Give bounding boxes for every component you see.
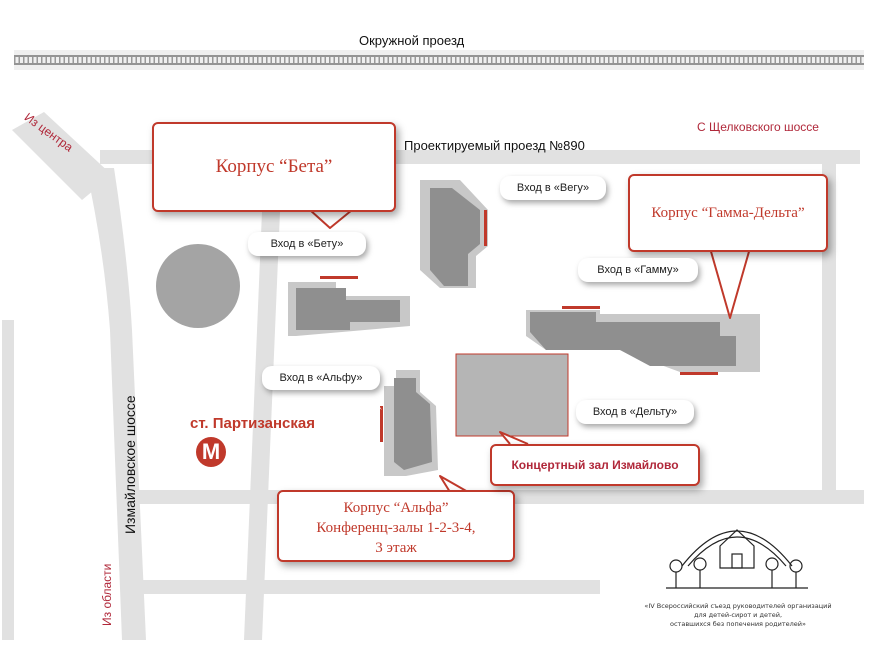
road-label-proektiruemy: Проектируемый проезд №890 bbox=[404, 138, 585, 153]
building-alpha bbox=[380, 370, 438, 476]
entrance-vega: Вход в «Вегу» bbox=[500, 176, 606, 200]
roads bbox=[2, 112, 864, 640]
callout-concert-hall-text: Концертный зал Измайлово bbox=[511, 458, 679, 472]
organization-caption-line3: оставшихся без попечения родителей» bbox=[670, 620, 806, 628]
organization-logo bbox=[666, 529, 808, 589]
round-building bbox=[156, 244, 240, 328]
railway bbox=[14, 50, 864, 70]
building-concert-hall bbox=[455, 353, 569, 437]
callout-alpha: Корпус “Альфа” Конференц-залы 1-2-3-4, 3… bbox=[277, 490, 515, 562]
entrance-alpha: Вход в «Альфу» bbox=[262, 366, 380, 390]
road-label-izmaylovskoe: Измайловское шоссе bbox=[122, 395, 138, 534]
callout-gamma-delta-text: Корпус “Гамма-Дельта” bbox=[651, 205, 805, 221]
rainbow-arc bbox=[681, 530, 793, 567]
metro-icon: М bbox=[196, 437, 226, 467]
child-figure-icon bbox=[669, 559, 683, 573]
callout-alpha-line2: Конференц-залы 1-2-3-4, bbox=[316, 520, 476, 536]
building-beta bbox=[288, 276, 410, 336]
pill-connectors bbox=[316, 202, 680, 410]
road-izmaylovskoe bbox=[86, 168, 146, 640]
road-lower bbox=[130, 580, 600, 594]
organization-caption: «IV Всероссийский съезд руководителей ор… bbox=[640, 602, 836, 629]
callout-beta: Корпус “Бета” bbox=[152, 122, 396, 212]
road-label-from-schelkovskoe: С Щелковского шоссе bbox=[697, 120, 819, 134]
entrance-gamma: Вход в «Гамму» bbox=[578, 258, 698, 282]
building-gamma-delta bbox=[526, 306, 760, 375]
callout-beta-text: Корпус “Бета” bbox=[215, 156, 333, 177]
organization-caption-line2: для детей-сирот и детей, bbox=[693, 611, 783, 619]
callout-connectors bbox=[309, 209, 751, 493]
road-inner-vertical bbox=[244, 164, 282, 640]
building-vega bbox=[420, 180, 488, 288]
callout-alpha-line3: 3 этаж bbox=[375, 540, 417, 556]
entrance-delta: Вход в «Дельту» bbox=[576, 400, 694, 424]
organization-caption-line1: «IV Всероссийский съезд руководителей ор… bbox=[644, 602, 832, 610]
road-label-okruzhnoy: Окружной проезд bbox=[359, 33, 465, 48]
entrance-beta: Вход в «Бету» bbox=[248, 232, 366, 256]
road-left-edge bbox=[2, 320, 14, 640]
callout-alpha-line1: Корпус “Альфа” bbox=[343, 500, 449, 516]
road-label-from-region: Из области bbox=[100, 563, 114, 626]
metro-station-label: ст. Партизанская bbox=[190, 415, 315, 432]
rainbow-arc-inner bbox=[687, 536, 787, 567]
house-icon bbox=[719, 529, 755, 569]
callout-gamma-delta: Корпус “Гамма-Дельта” bbox=[628, 174, 828, 252]
callout-concert-hall: Концертный зал Измайлово bbox=[490, 444, 700, 486]
road-from-center bbox=[12, 112, 112, 200]
